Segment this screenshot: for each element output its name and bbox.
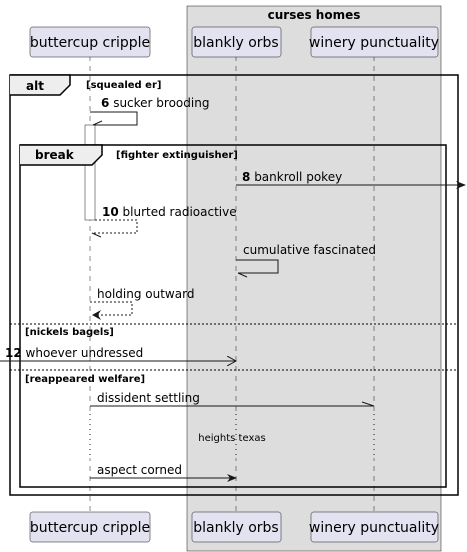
message-text: aspect corned [97,463,182,477]
participant-winery-punctuality-bottom[interactable]: winery punctuality [309,511,439,543]
participant-label: winery punctuality [309,520,439,536]
message-cumulative-fascinated: cumulative fascinated [236,243,376,278]
message-blurted-radioactive: 10 blurted radioactive [91,205,237,238]
alt-guard: [squealed er] [86,80,161,91]
delay-section: heights texas [86,414,378,458]
message-holding-outward: holding outward [90,287,194,320]
svg-text:12 whoever undressed: 12 whoever undressed [5,346,143,360]
participant-label: buttercup cripple [30,35,150,51]
message-text: blurted radioactive [123,205,237,219]
message-text: bankroll pokey [254,170,342,184]
message-text: holding outward [97,287,194,301]
participant-label: winery punctuality [309,35,439,51]
message-bankroll-pokey: 8 bankroll pokey [236,170,466,189]
message-text: sucker brooding [113,96,209,110]
alt-fragment: alt [squealed er] [nickels bagels] [reap… [9,74,459,496]
svg-text:6 sucker brooding: 6 sucker brooding [101,96,209,110]
participant-box-group [186,5,442,552]
participant-label: buttercup cripple [30,520,150,536]
message-number: 12 [5,346,22,360]
break-keyword: break [35,148,75,162]
participant-blankly-orbs-bottom[interactable]: blankly orbs [191,511,282,543]
participant-label: blankly orbs [193,35,278,51]
message-text: whoever undressed [26,346,144,360]
participant-blankly-orbs-top[interactable]: blankly orbs [191,26,282,58]
alt-else-guard-2: [reappeared welfare] [25,374,145,385]
delay-text: heights texas [198,433,265,444]
break-guard: [fighter extinguisher] [116,150,238,161]
participant-buttercup-cripple-top[interactable]: buttercup cripple [29,26,151,58]
message-aspect-corned: aspect corned [90,463,237,482]
participant-buttercup-cripple-bottom[interactable]: buttercup cripple [29,511,151,543]
message-number: 10 [102,205,119,219]
message-text: dissident settling [97,391,200,405]
alt-keyword: alt [26,79,44,93]
message-text: cumulative fascinated [243,243,376,257]
svg-text:10 blurted radioactive: 10 blurted radioactive [102,205,237,219]
alt-else-guard-1: [nickels bagels] [25,327,114,338]
message-sucker-brooding: 6 sucker brooding [90,96,209,126]
message-whoever-undressed: 12 whoever undressed [0,346,236,361]
participant-label: blankly orbs [193,520,278,536]
message-number: 8 [242,170,250,184]
break-fragment: break [fighter extinguisher] [19,144,447,488]
message-number: 6 [101,96,109,110]
message-dissident-settling: dissident settling [90,391,375,407]
svg-text:8 bankroll pokey: 8 bankroll pokey [242,170,342,184]
box-title: curses homes [268,8,361,22]
activation-bar [84,124,96,221]
participant-winery-punctuality-top[interactable]: winery punctuality [309,26,439,58]
